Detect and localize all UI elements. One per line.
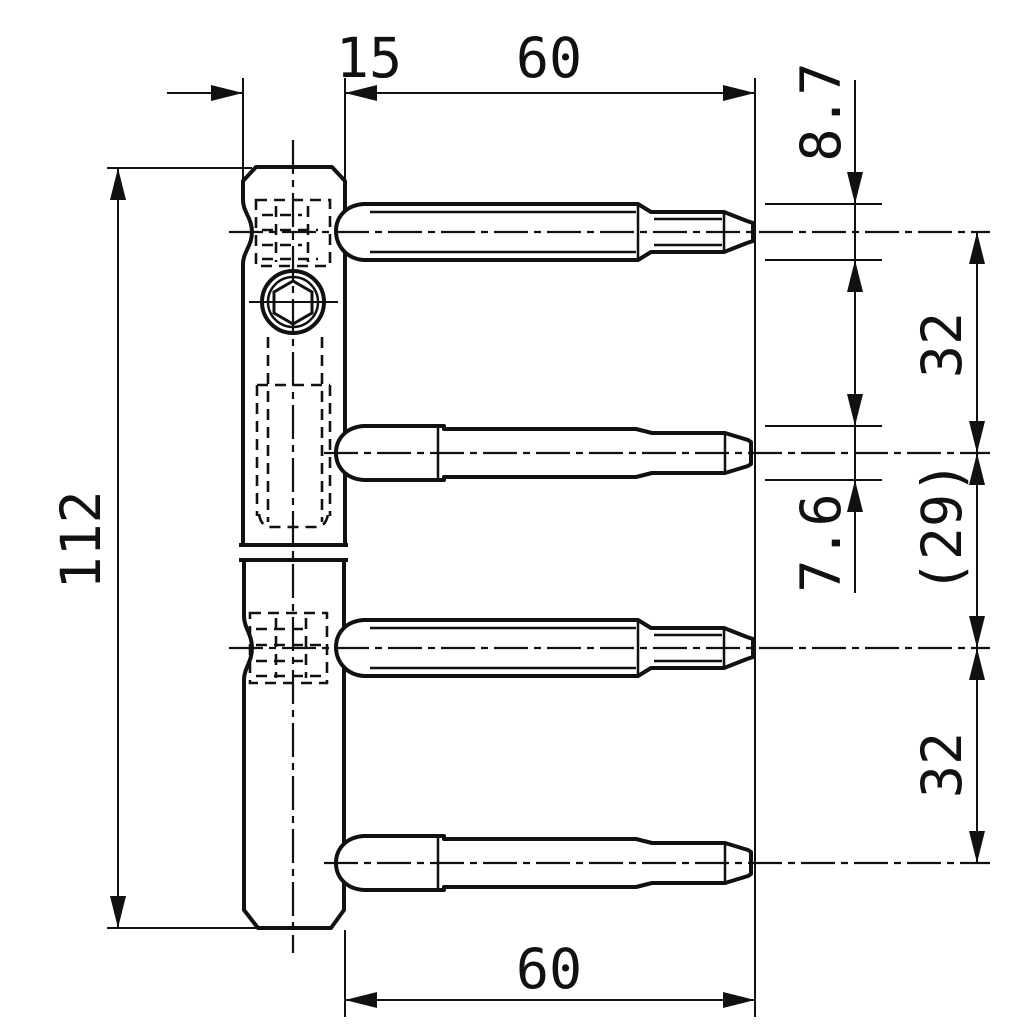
dim-label-pin-diameter-lower: 7.6 (789, 493, 853, 592)
dimension-overall-height: 112 (49, 167, 256, 929)
arrowhead (345, 992, 377, 1008)
pin1-outline (334, 202, 755, 262)
hinge-pin-1 (334, 202, 755, 262)
dim-label-pin-length-bottom: 60 (516, 937, 582, 1001)
upper-knurl-hatch (262, 206, 318, 262)
dim-label-spacing-bottom: 32 (910, 732, 974, 798)
arrowhead (723, 992, 755, 1008)
dimension-pin-length-top: 60 (345, 26, 756, 1017)
dim-label-spacing-top: 32 (910, 312, 974, 378)
dim-label-overall-height: 112 (49, 490, 113, 589)
arrowhead (723, 85, 755, 101)
arrowhead (969, 421, 985, 453)
upper-knurl-box (254, 198, 332, 268)
dimension-pin-diameters: 8.7 7.6 (765, 62, 882, 593)
dimension-pin-spacings: 32 (29) 32 (910, 232, 985, 863)
arrowhead (345, 85, 377, 101)
arrowhead (847, 172, 863, 204)
dim-label-body-width: 15 (336, 26, 402, 90)
arrowhead (211, 85, 243, 101)
hidden-sleeve-inner-walls (266, 337, 324, 522)
arrowhead (110, 896, 126, 928)
dimension-body-width: 15 (167, 26, 402, 180)
pin3-outline (334, 618, 755, 678)
arrowhead (847, 260, 863, 292)
arrowhead (969, 648, 985, 680)
arrowhead (847, 480, 863, 512)
arrowhead (969, 831, 985, 863)
dim-label-pin-length-top: 60 (516, 26, 582, 90)
centerlines (229, 140, 990, 953)
arrowhead (110, 168, 126, 200)
lower-knurl-hatch (256, 618, 322, 678)
arrowhead (969, 232, 985, 264)
arrowhead (847, 394, 863, 426)
dim-label-spacing-middle: (29) (910, 461, 974, 593)
arrowhead (969, 453, 985, 485)
dim-label-pin-diameter-top: 8.7 (789, 62, 853, 161)
lower-knurl-box (248, 611, 329, 685)
dimension-pin-length-bottom: 60 (344, 930, 755, 1017)
arrowhead (969, 616, 985, 648)
